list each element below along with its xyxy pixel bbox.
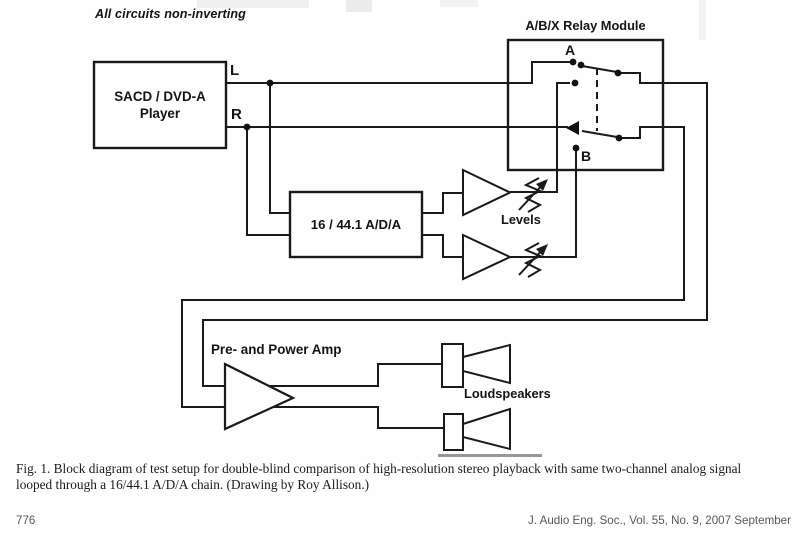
adda-box-outline [288, 190, 424, 259]
loudspeaker-upper-horn [462, 343, 511, 385]
player-box-outline [92, 60, 228, 150]
wire-left-channel [226, 61, 572, 84]
contact-a-dot [569, 58, 577, 66]
amp-label: Pre- and Power Amp [211, 342, 342, 357]
loudspeakers-label: Loudspeakers [464, 386, 551, 401]
diagram-note: All circuits non-inverting [95, 7, 246, 21]
caption-line1: Fig. 1. Block diagram of test setup for … [16, 461, 742, 476]
power-amp-triangle [223, 362, 296, 431]
loudspeaker-lower-driver [443, 413, 464, 451]
junction-dot-right [243, 123, 251, 131]
scan-smudge [197, 0, 309, 8]
wire-relay-out-right-loop [181, 126, 685, 429]
right-channel-label: R [231, 106, 242, 123]
adda-block: 16 / 44.1 A/D/A [310, 217, 402, 232]
upper-b-throw-dot [571, 79, 579, 87]
levels-label: Levels [501, 212, 541, 227]
scan-artifact-line [438, 454, 542, 457]
scan-smudge [346, 0, 372, 12]
wire-relay-out-left-loop [202, 72, 708, 387]
upper-arm-pivot-dot [614, 69, 622, 77]
wire-left-branch-to-adda [269, 83, 290, 214]
junction-dot-left [266, 79, 274, 87]
wire-adda-upper-out [422, 192, 463, 214]
level-control-upper [518, 177, 548, 213]
lower-arm-pivot-dot [615, 134, 623, 142]
journal-citation: J. Audio Eng. Soc., Vol. 55, No. 9, 2007… [528, 514, 791, 527]
contact-a-pole-dot [577, 61, 585, 69]
loudspeaker-lower-horn [462, 407, 511, 451]
switch-arm-lower [581, 130, 618, 138]
switch-arm-upper [581, 65, 618, 73]
scan-smudge [699, 0, 706, 40]
caption-line2: looped through a 16/44.1 A/D/A chain. (D… [16, 477, 370, 493]
page-number: 776 [16, 514, 36, 527]
player-label-line2: Player [139, 106, 181, 121]
player-label-line1: SACD / DVD-A [114, 89, 206, 104]
left-channel-label: L [230, 62, 240, 79]
player-block: SACD / DVD-A Player [94, 62, 226, 148]
contact-b-label: B [581, 148, 592, 164]
lower-contact-arrow [566, 121, 579, 135]
relay-module-title: A/B/X Relay Module [525, 18, 646, 33]
wire-lower-level-to-b [510, 148, 577, 258]
loudspeaker-upper-driver [441, 343, 464, 388]
figure-caption: Fig. 1. Block diagram of test setup for … [16, 461, 792, 494]
wire-adda-lower-out [422, 234, 463, 258]
wire-right-branch-to-adda [246, 127, 290, 236]
contact-b-dot [572, 144, 580, 152]
wire-upper-level-to-relay [510, 82, 570, 193]
level-amp-lower-triangle [462, 233, 513, 281]
relay-module-outline [506, 38, 665, 172]
scan-smudge [440, 0, 478, 7]
level-control-lower [518, 242, 548, 278]
contact-a-label: A [565, 42, 576, 58]
level-amp-upper-triangle [462, 168, 513, 217]
